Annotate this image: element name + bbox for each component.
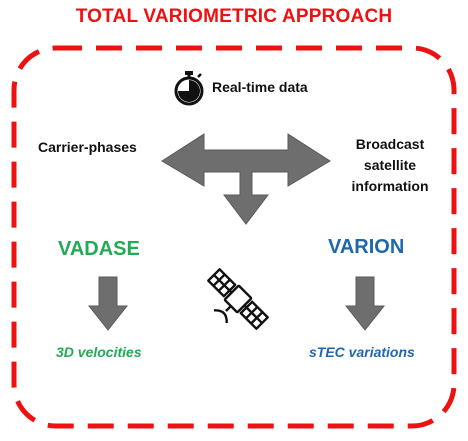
vadase-down-arrow xyxy=(88,276,128,331)
broadcast-line-3: information xyxy=(351,178,429,194)
realtime-data-label: Real-time data xyxy=(212,79,308,95)
broadcast-line-2: satellite xyxy=(363,157,417,173)
varion-output-label: sTEC variations xyxy=(309,344,415,360)
stopwatch-icon xyxy=(174,71,204,106)
carrier-phases-label: Carrier-phases xyxy=(38,139,137,155)
merge-arrow xyxy=(161,133,331,225)
varion-down-arrow xyxy=(345,276,385,331)
vadase-output-label: 3D velocities xyxy=(56,344,142,360)
broadcast-info-label: Broadcast satellite information xyxy=(332,134,448,197)
vadase-label: VADASE xyxy=(58,238,140,260)
broadcast-line-1: Broadcast xyxy=(355,136,425,152)
varion-label: VARION xyxy=(328,236,405,258)
satellite-icon xyxy=(207,268,269,330)
diagram-title: TOTAL VARIOMETRIC APPROACH xyxy=(75,6,393,27)
